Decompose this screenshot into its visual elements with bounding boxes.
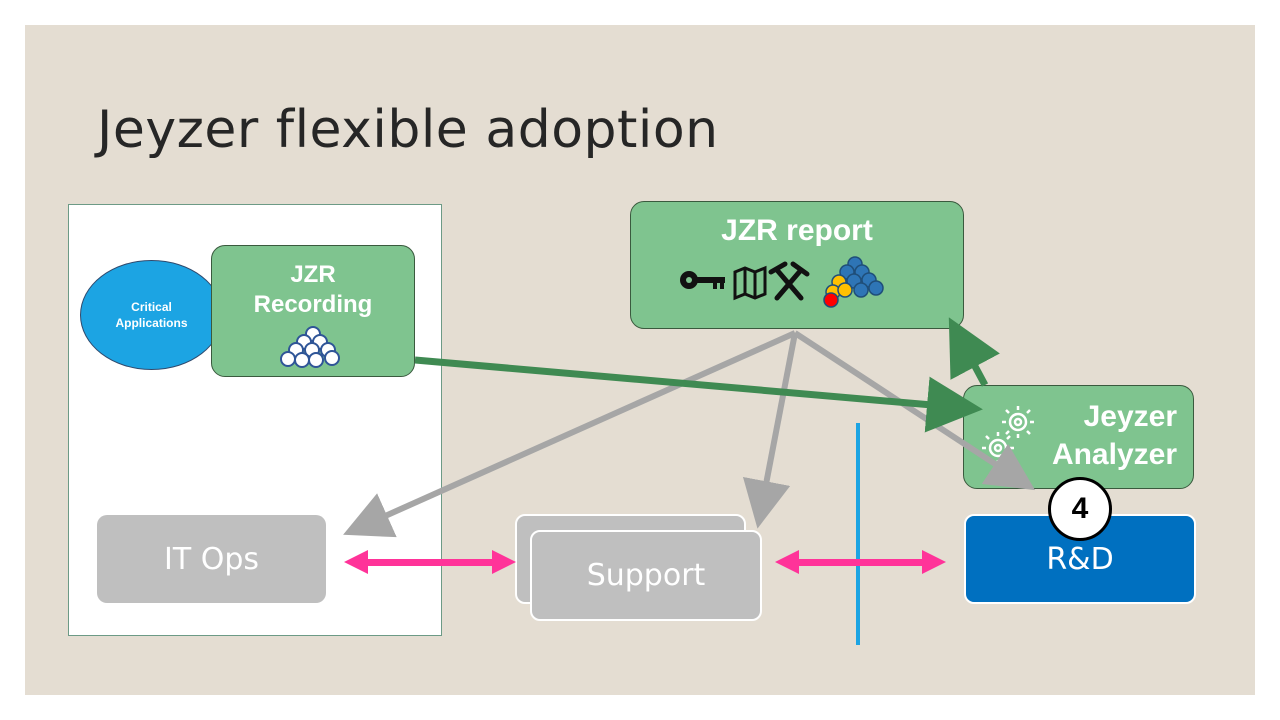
arrow-recording-to-analyzer <box>414 356 983 433</box>
key-icon <box>680 271 725 289</box>
jzr-report-box: JZR report <box>630 201 964 329</box>
hammer-pick-icon <box>768 261 810 301</box>
it-ops-box: IT Ops <box>97 515 326 603</box>
arrow-report-to-itops <box>343 330 797 538</box>
it-ops-label: IT Ops <box>164 541 259 577</box>
arrow-support-rd <box>775 550 946 574</box>
support-label: Support <box>586 558 706 593</box>
jzr-recording-box: JZR Recording <box>211 245 415 377</box>
recording-line2: Recording <box>253 291 373 318</box>
slide-title: Jeyzer flexible adoption <box>97 100 719 160</box>
support-box: Support <box>530 530 762 621</box>
recording-line1: JZR <box>290 261 336 288</box>
arrow-report-to-support <box>742 332 798 529</box>
critical-applications-label: Critical Applications <box>115 300 188 330</box>
thread-dump-pile-icon <box>280 326 340 368</box>
rd-label: R&D <box>1046 541 1114 577</box>
analysis-pile-icon <box>823 256 884 308</box>
arrow-itops-support <box>344 550 516 574</box>
analyzer-line2: Analyzer <box>1051 438 1177 471</box>
report-icons <box>680 256 884 308</box>
analyzer-line1: Jeyzer <box>1083 400 1177 433</box>
map-icon <box>733 265 767 301</box>
report-label: JZR report <box>721 214 873 247</box>
step-number-badge: 4 <box>1048 477 1112 541</box>
arrow-analyzer-to-report <box>948 317 1000 387</box>
